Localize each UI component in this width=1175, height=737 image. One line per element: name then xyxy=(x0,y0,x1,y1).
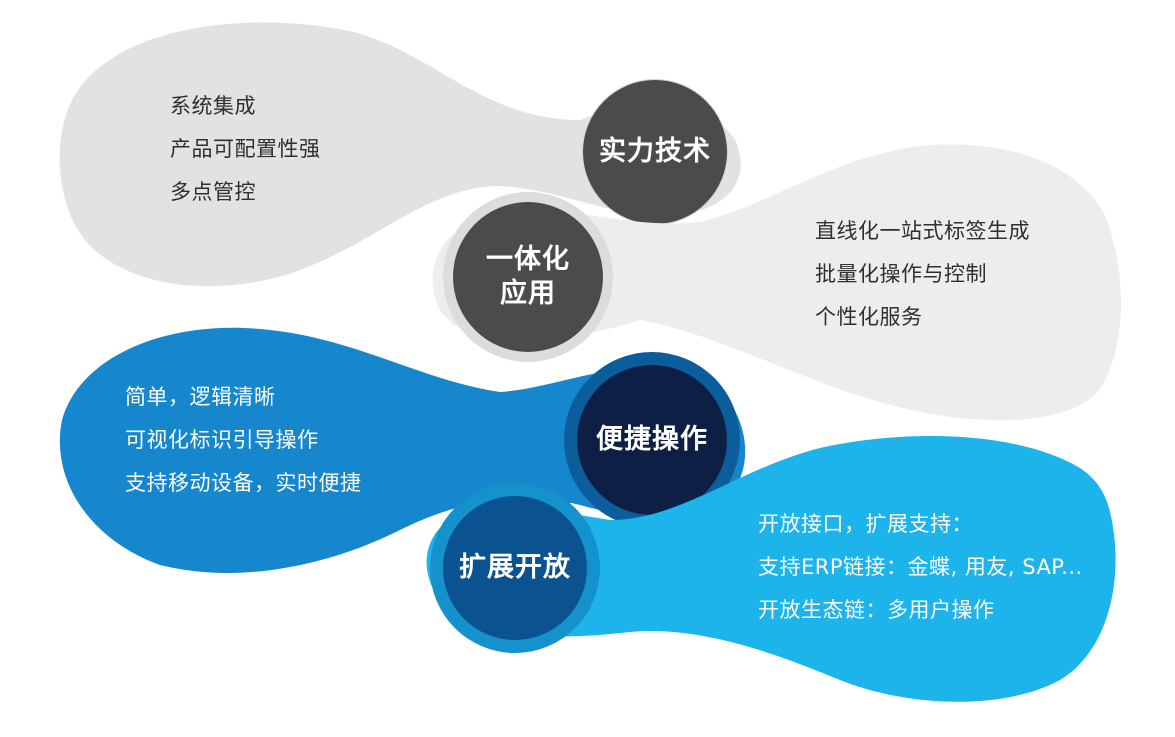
hub-label-convenience: 便捷操作 xyxy=(596,424,708,455)
hub-openness xyxy=(443,496,587,640)
hub-convenience xyxy=(577,365,727,515)
hub-technology xyxy=(583,80,727,224)
openness-items: 开放接口，扩展支持： 支持ERP链接：金蝶, 用友, SAP... 开放生态链：… xyxy=(758,503,1083,632)
blob-convenience xyxy=(59,327,746,573)
hub-integration xyxy=(453,202,603,352)
blob-integration xyxy=(432,144,1122,421)
convenience-items: 简单，逻辑清晰 可视化标识引导操作 支持移动设备，实时便捷 xyxy=(125,376,362,505)
technology-item: 系统集成 xyxy=(170,94,256,118)
hub-label-technology: 实力技术 xyxy=(599,136,711,167)
hub-label-line: 应用 xyxy=(500,278,556,309)
convenience-item: 简单，逻辑清晰 xyxy=(125,385,276,409)
integration-items: 直线化一站式标签生成 批量化操作与控制 个性化服务 xyxy=(815,210,1030,339)
integration-item: 个性化服务 xyxy=(815,305,923,329)
openness-item: 开放生态链：多用户操作 xyxy=(758,598,995,622)
technology-items: 系统集成 产品可配置性强 多点管控 xyxy=(170,85,321,214)
technology-item: 产品可配置性强 xyxy=(170,137,321,161)
blob-technology xyxy=(59,22,741,287)
openness-item: 支持ERP链接：金蝶, 用友, SAP... xyxy=(758,555,1083,579)
integration-item: 批量化操作与控制 xyxy=(815,262,987,286)
convenience-item: 可视化标识引导操作 xyxy=(125,428,319,452)
integration-item: 直线化一站式标签生成 xyxy=(815,219,1030,243)
hub-label-openness: 扩展开放 xyxy=(459,552,571,583)
openness-item: 开放接口，扩展支持： xyxy=(758,512,973,536)
blob-openness xyxy=(426,436,1116,702)
convenience-item: 支持移动设备，实时便捷 xyxy=(125,471,362,495)
hub-label-integration: 一体化 应用 xyxy=(453,239,603,315)
technology-item: 多点管控 xyxy=(170,180,256,204)
hub-label-line: 一体化 xyxy=(486,244,570,275)
